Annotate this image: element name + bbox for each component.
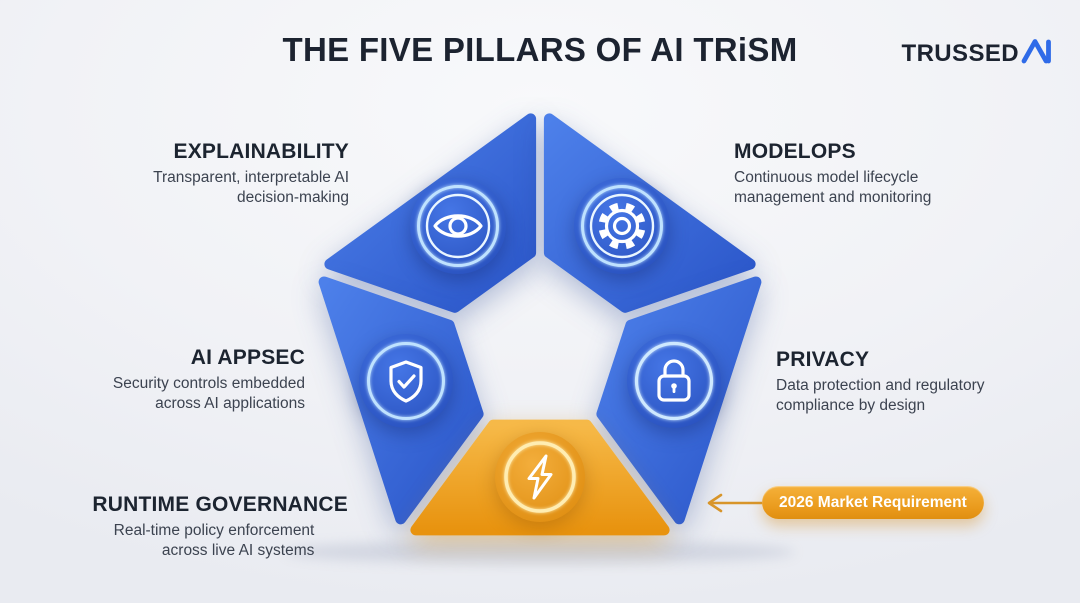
pillar-segment-privacy — [596, 276, 762, 525]
page-title: THE FIVE PILLARS OF AI TRiSM — [282, 31, 798, 68]
floor-shadow — [285, 540, 795, 564]
pillar-description: Real-time policy enforcement across live… — [113, 522, 315, 559]
pillar-label: EXPLAINABILITY — [173, 140, 349, 163]
pillar-text-ai-appsec: AI APPSEC Security controls embedded acr… — [90, 346, 305, 413]
pillar-description: Security controls embedded across AI app… — [112, 375, 305, 412]
pillar-description: Continuous model lifecycle management an… — [734, 169, 932, 206]
ai-logo-mark-icon — [1020, 37, 1054, 70]
pillar-label: MODELOPS — [734, 140, 856, 163]
pillar-segment-modelops — [543, 113, 756, 313]
pillar-text-runtime-governance: RUNTIME GOVERNANCE Real-time policy enfo… — [92, 493, 348, 560]
runtime-governance-icon-badge — [495, 432, 585, 522]
pillar-text-privacy: PRIVACY Data protection and regulatory c… — [776, 348, 1008, 415]
pillar-description: Transparent, interpretable AI decision-m… — [153, 169, 349, 206]
pillar-text-modelops: MODELOPS Continuous model lifecycle mana… — [734, 140, 946, 207]
eye-icon — [433, 214, 483, 238]
lock-icon — [657, 359, 691, 402]
pillar-text-explainability: EXPLAINABILITY Transparent, interpretabl… — [149, 140, 349, 207]
pillar-label: PRIVACY — [776, 348, 870, 371]
explainability-icon-badge — [410, 178, 506, 274]
callout-arrow-icon — [707, 493, 764, 513]
logo-wordmark: TRUSSED — [901, 39, 1019, 67]
modelops-icon-badge — [574, 178, 670, 274]
pillar-label: RUNTIME GOVERNANCE — [92, 493, 348, 516]
trussed-logo: TRUSSED — [902, 37, 1054, 70]
pillar-description: Data protection and regulatory complianc… — [776, 377, 985, 414]
pillar-label: AI APPSEC — [190, 346, 305, 369]
ai-appsec-icon-badge — [359, 334, 453, 428]
privacy-icon-badge — [627, 334, 721, 428]
lightning-bolt-icon — [527, 454, 553, 500]
pillar-segment-ai-appsec — [318, 276, 484, 525]
pillar-segment-runtime-governance — [410, 419, 670, 536]
shield-check-icon — [389, 360, 423, 403]
market-requirement-badge: 2026 Market Requirement — [762, 486, 984, 519]
pillar-segment-explainability — [324, 113, 537, 313]
